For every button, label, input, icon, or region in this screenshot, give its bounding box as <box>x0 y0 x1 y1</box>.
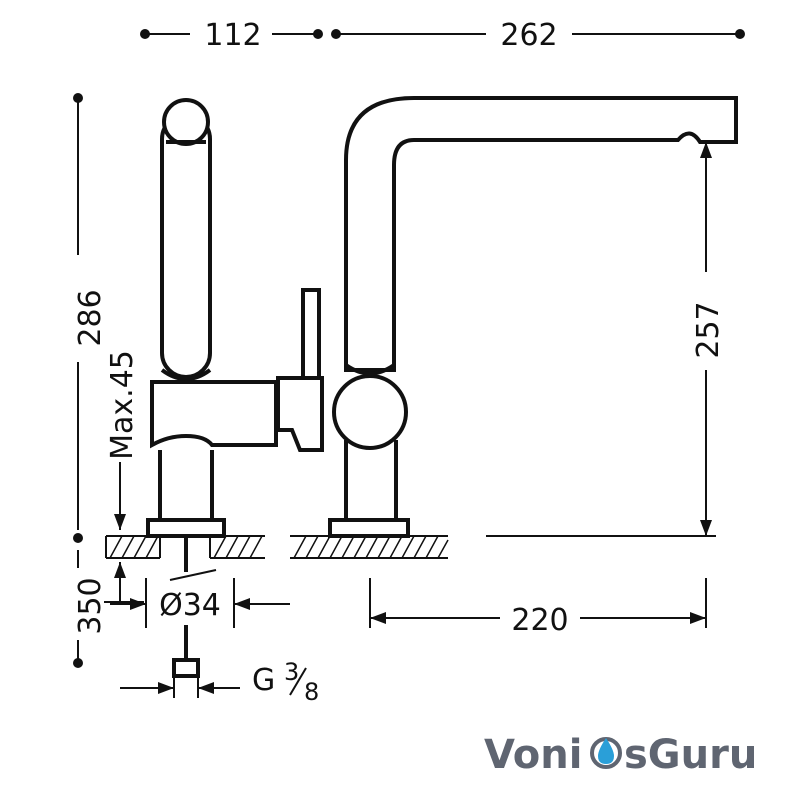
lever <box>301 288 321 382</box>
thread-denominator: 8 <box>304 678 319 706</box>
dimension-diameter: Ø34 <box>110 569 290 628</box>
dim-257: 257 <box>691 301 726 358</box>
thread-prefix: G <box>252 663 275 698</box>
dim-350: 350 <box>73 577 108 634</box>
thread-numerator: 3 <box>284 658 299 686</box>
hatch-lines <box>109 535 449 559</box>
base-plate-right <box>328 518 410 538</box>
logo-text-part1: Voni <box>484 732 582 778</box>
lever-housing <box>276 376 324 452</box>
mixer-cartridge <box>332 374 408 450</box>
dim-262: 262 <box>500 18 557 53</box>
faucet-front-view <box>328 96 738 538</box>
dim-220: 220 <box>511 603 568 638</box>
dim-diameter: Ø34 <box>159 588 221 623</box>
dimension-220: 220 <box>369 578 707 638</box>
top-dimension: 112 262 <box>140 18 745 53</box>
spout <box>344 96 738 372</box>
dimension-257: 257 <box>691 142 726 536</box>
mixer-body <box>150 380 278 449</box>
dim-max45: Max.45 <box>105 350 140 460</box>
dim-286: 286 <box>73 289 108 346</box>
left-dimension: 286 350 Max.45 <box>73 93 144 668</box>
logo-text-part2: sGuru <box>624 732 757 778</box>
spout-column-side <box>160 113 212 379</box>
countertop <box>105 535 716 559</box>
vonios-guru-logo: Voni sGuru <box>484 732 757 778</box>
thread-connector: G 3 8 <box>120 625 319 706</box>
faucet-side-view <box>146 98 324 572</box>
dim-112: 112 <box>204 18 261 53</box>
base-plate-left <box>146 518 226 538</box>
water-drop-icon <box>590 737 622 769</box>
